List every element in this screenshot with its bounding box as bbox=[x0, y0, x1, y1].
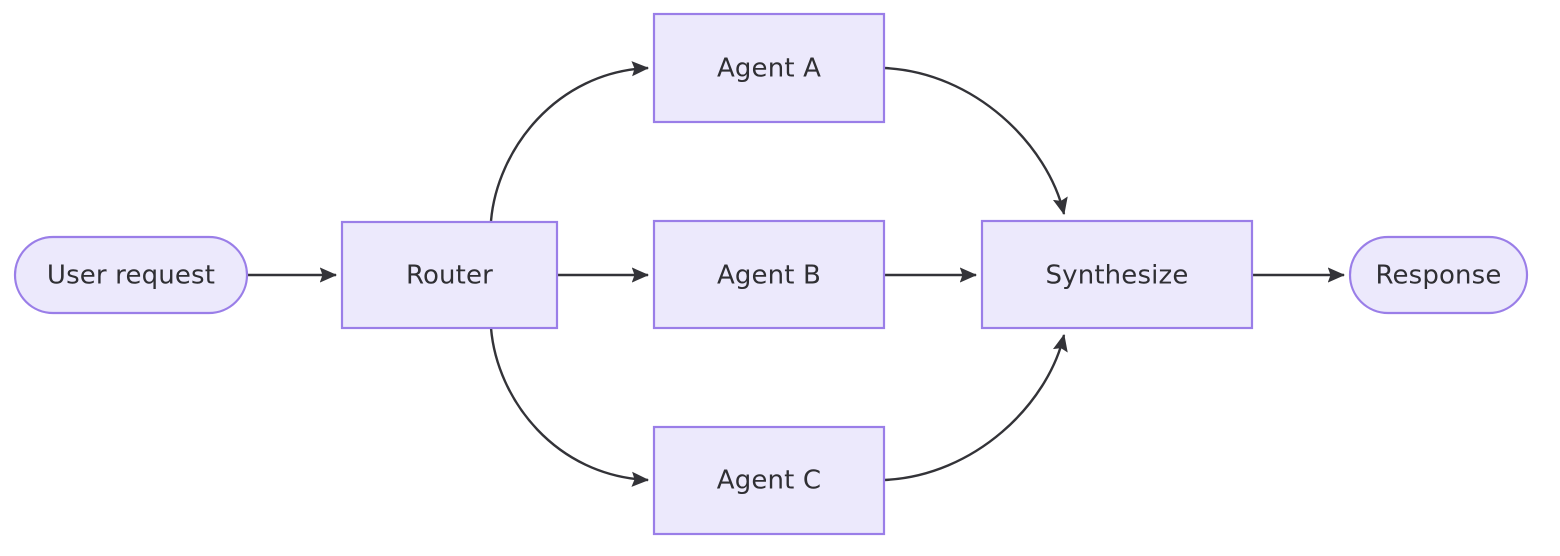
node-layer: User request Router Agent A Agent B Agen… bbox=[13, 12, 1529, 536]
node-response-shape bbox=[1348, 235, 1529, 315]
node-user-request-shape bbox=[13, 235, 249, 315]
edge-layer bbox=[248, 61, 1346, 487]
edge-router-to-agent-a bbox=[489, 61, 650, 222]
node-user-request[interactable]: User request bbox=[13, 235, 249, 315]
node-agent-a[interactable]: Agent A bbox=[652, 12, 886, 124]
node-router[interactable]: Router bbox=[340, 220, 559, 330]
node-agent-b[interactable]: Agent B bbox=[652, 219, 886, 330]
edge-agent-a-to-synthesize bbox=[883, 66, 1068, 216]
node-synthesize[interactable]: Synthesize bbox=[980, 219, 1254, 330]
node-response-label: Response bbox=[1375, 261, 1501, 291]
node-response[interactable]: Response bbox=[1348, 235, 1529, 315]
node-agent-b-label: Agent B bbox=[717, 261, 821, 291]
node-agent-c-shape bbox=[652, 425, 886, 536]
node-synthesize-label: Synthesize bbox=[1046, 261, 1189, 291]
node-agent-a-label: Agent A bbox=[717, 54, 821, 84]
edge-router-to-agent-c bbox=[489, 327, 650, 487]
node-synthesize-shape bbox=[980, 219, 1254, 330]
edge-agent-c-to-synthesize bbox=[883, 333, 1068, 482]
node-agent-c-label: Agent C bbox=[717, 466, 821, 496]
node-router-label: Router bbox=[406, 261, 493, 291]
node-user-request-label: User request bbox=[47, 261, 215, 291]
node-agent-c[interactable]: Agent C bbox=[652, 425, 886, 536]
node-router-shape bbox=[340, 220, 559, 330]
node-agent-a-shape bbox=[652, 12, 886, 124]
node-agent-b-shape bbox=[652, 219, 886, 330]
